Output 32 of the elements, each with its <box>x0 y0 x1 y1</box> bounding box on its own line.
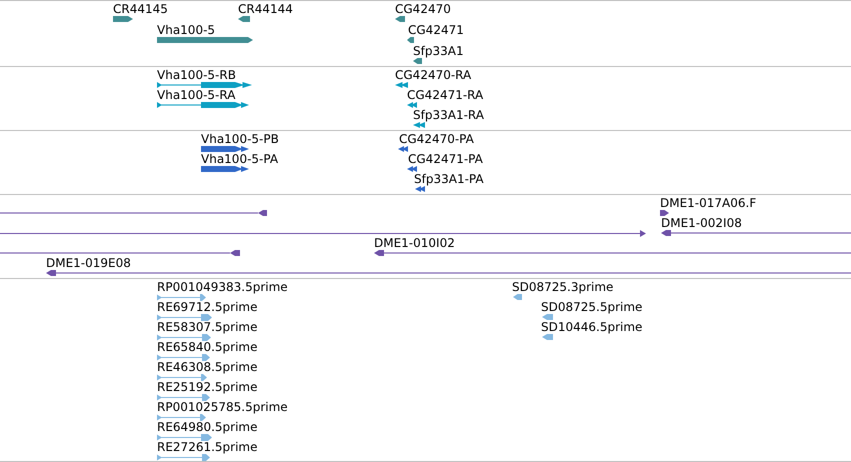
feature-label: Sfp33A1 <box>413 44 464 58</box>
feature-label: SD10446.5prime <box>541 320 642 334</box>
feature-label: CG42471 <box>408 23 464 37</box>
feature-label: Vha100-5-PA <box>201 152 278 166</box>
feature-label: CG42470-RA <box>395 68 472 82</box>
feature-label: RE58307.5prime <box>157 320 258 334</box>
feature-label: CG42470-PA <box>399 132 474 146</box>
feature-label: DME1-010I02 <box>374 236 455 250</box>
feature-label: Vha100-5-RA <box>157 88 236 102</box>
feature-label: SD08725.5prime <box>541 300 642 314</box>
feature-label: CG42471-RA <box>407 88 484 102</box>
feature-label: SD08725.3prime <box>512 280 614 294</box>
feature-label: Sfp33A1-RA <box>413 108 484 122</box>
feature-label: RE25192.5prime <box>157 380 258 394</box>
feature-label: CR44144 <box>238 2 293 16</box>
feature-label: DME1-017A06.F <box>660 196 756 210</box>
feature-label: Vha100-5-RB <box>157 68 236 82</box>
feature-label: RP001025785.5prime <box>157 400 288 414</box>
feature-label: RE69712.5prime <box>157 300 258 314</box>
feature-label: RE46308.5prime <box>157 360 258 374</box>
feature-label: Vha100-5 <box>157 23 216 37</box>
feature-label: RE65840.5prime <box>157 340 258 354</box>
feature-label: RE64980.5prime <box>157 420 258 434</box>
feature-label: Vha100-5-PB <box>201 132 279 146</box>
feature-label: RE27261.5prime <box>157 440 258 454</box>
feature-label: CG42470 <box>395 2 451 16</box>
feature-label: RP001049383.5prime <box>157 280 288 294</box>
feature-label: CR44145 <box>113 2 168 16</box>
feature-label: DME1-019E08 <box>46 256 131 270</box>
feature-label: CG42471-PA <box>408 152 483 166</box>
feature-label: Sfp33A1-PA <box>414 172 484 186</box>
feature-label: DME1-002I08 <box>661 216 742 230</box>
